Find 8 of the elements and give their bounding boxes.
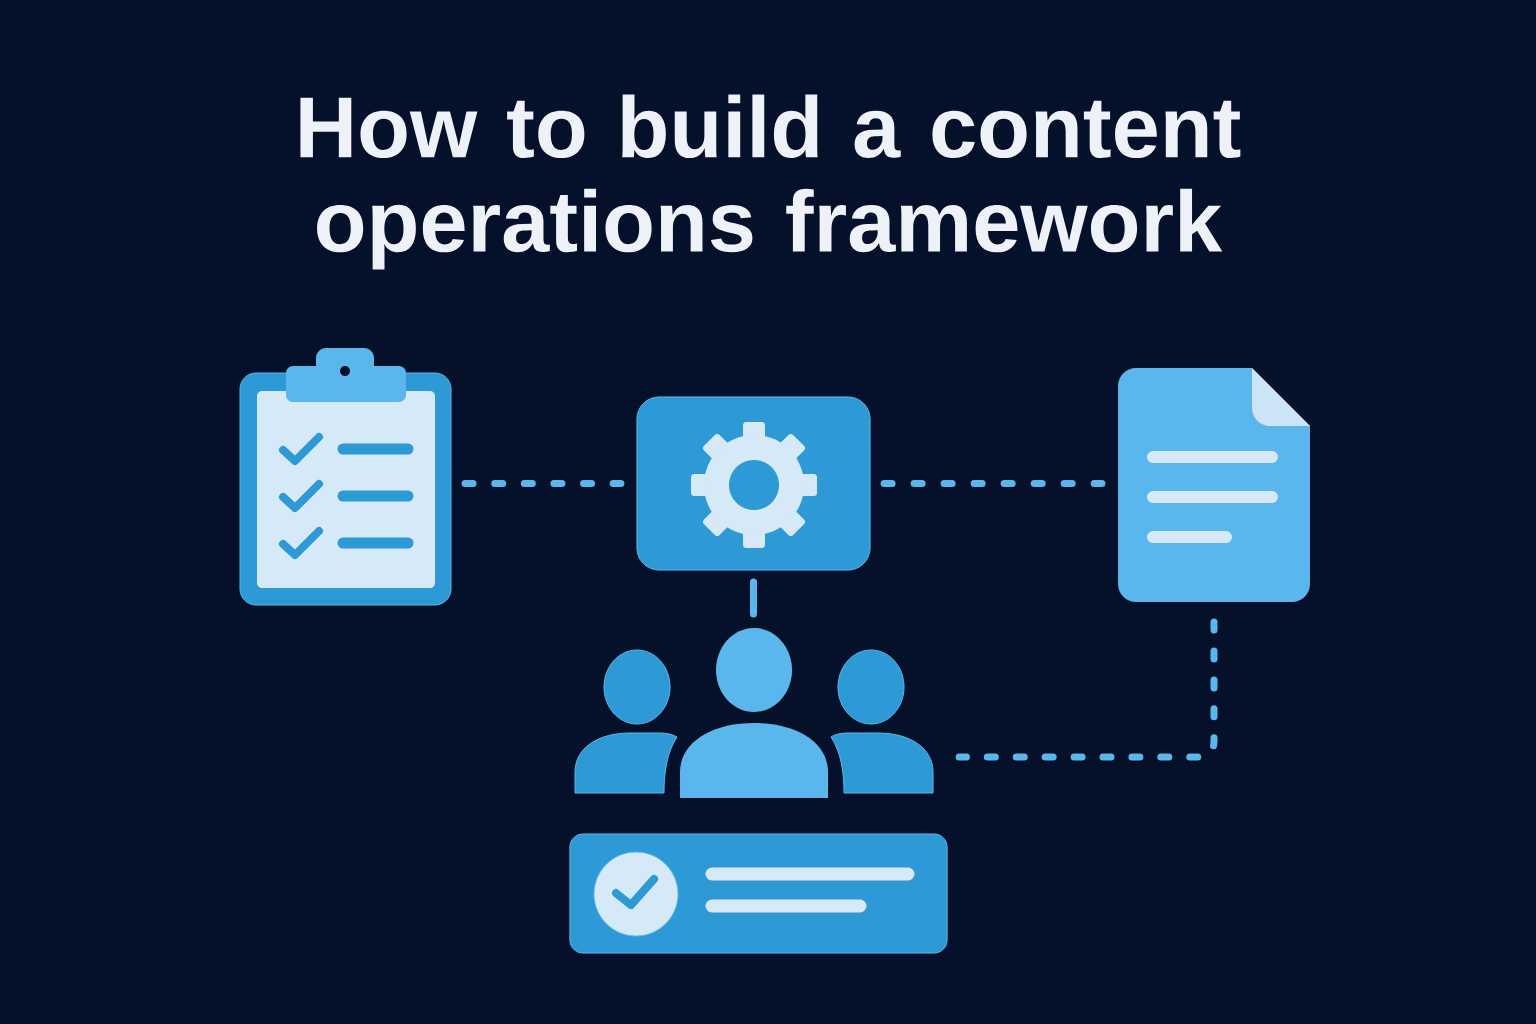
dashed-line <box>750 578 757 618</box>
clipboard <box>239 348 452 606</box>
dashed-line <box>880 480 1106 487</box>
people-group <box>574 628 934 798</box>
title: How to build a content operations framework <box>300 94 1241 270</box>
document <box>1118 368 1310 602</box>
dashed-line <box>461 480 625 487</box>
dashed-line <box>955 618 1218 761</box>
